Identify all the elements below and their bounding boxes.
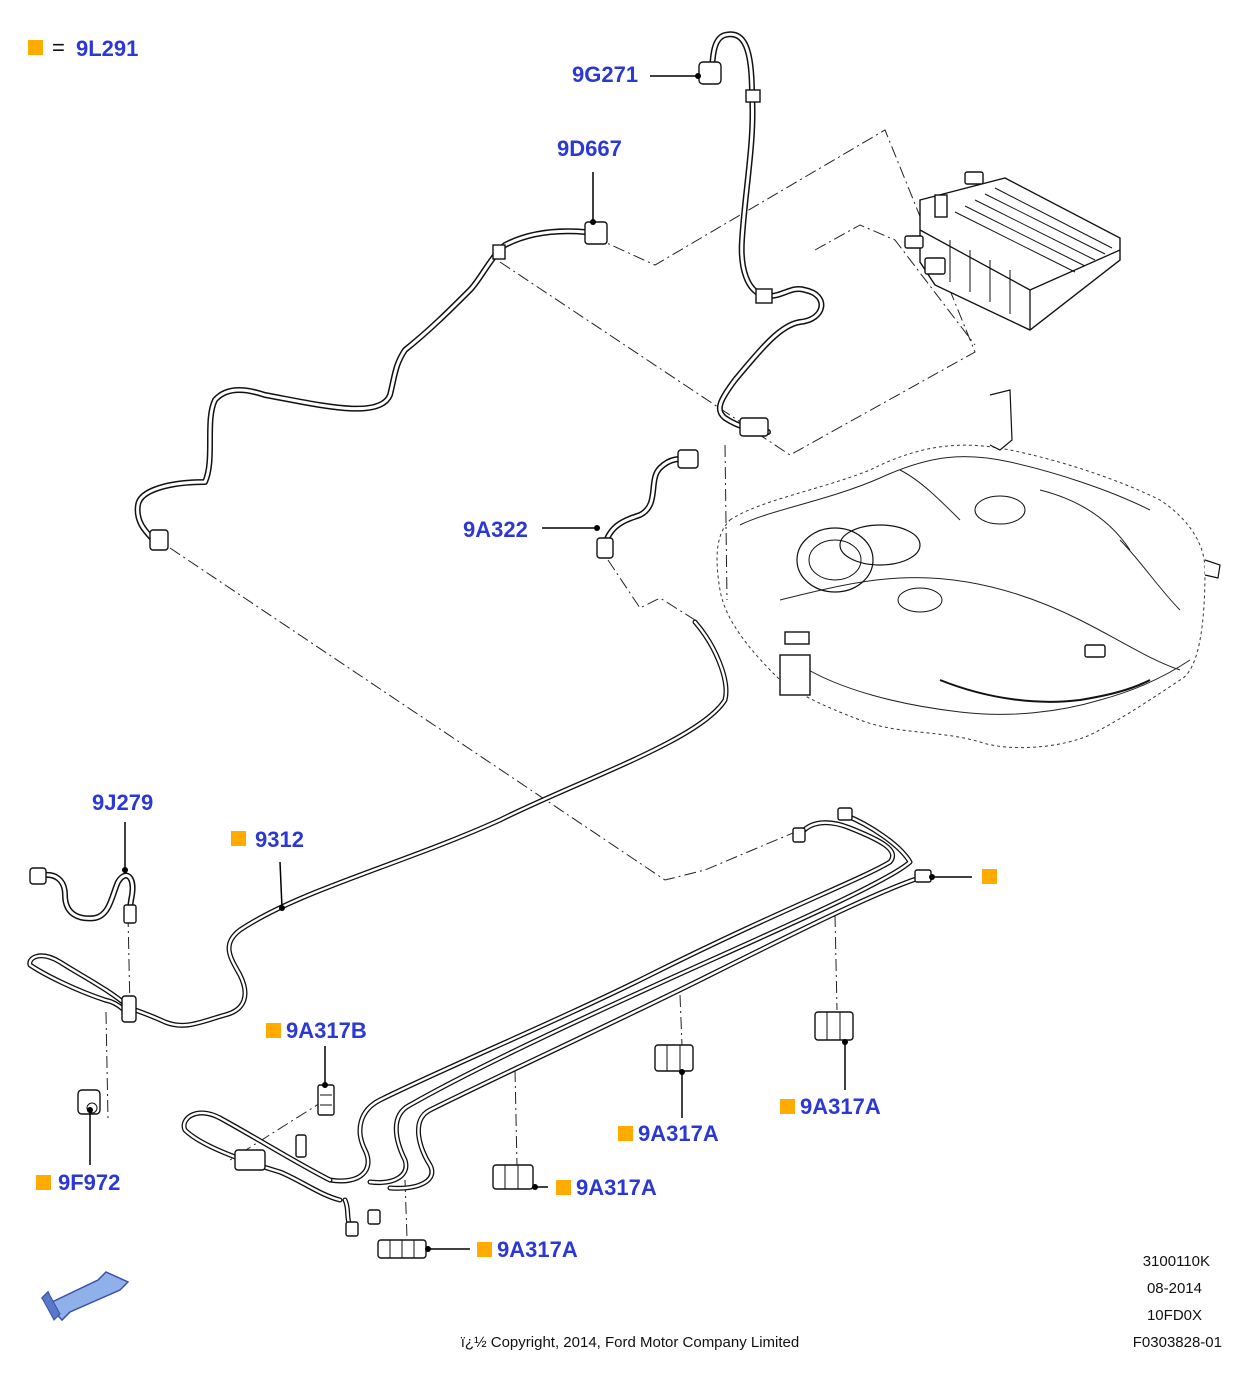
front-direction-arrow-icon: [40, 1271, 130, 1322]
legend-marker: [28, 40, 43, 55]
clip-9a317a-mid: [654, 1044, 694, 1072]
marker-unlabeled: [982, 869, 997, 884]
marker-9312: [231, 831, 246, 846]
marker-9a317a-right: [780, 1099, 795, 1114]
label-9a317a-bottom: 9A317A: [497, 1237, 578, 1262]
callout-labels: 9G271 9D667 9A322 9J279 9312 9A317B 9F97…: [58, 62, 881, 1262]
label-9a317a-mid: 9A317A: [638, 1121, 719, 1146]
evap-canister: [904, 171, 1121, 331]
marker-9a317a-bottom: [477, 1242, 492, 1257]
fuel-tank: [716, 389, 1221, 749]
vapor-line-9g271: [698, 31, 825, 437]
clips: [77, 1011, 854, 1259]
clip-9a317a-right: [814, 1011, 854, 1041]
marker-9a317b: [266, 1023, 281, 1038]
marker-9f972: [36, 1175, 51, 1190]
marker-9a317a-mid: [618, 1126, 633, 1141]
diagram-metadata: 3100110K 08-2014 10FD0X F0303828-01 ï¿½ …: [461, 1253, 1222, 1351]
legend-equals: =: [52, 35, 65, 60]
label-9a317a-right: 9A317A: [800, 1094, 881, 1119]
label-9j279: 9J279: [92, 790, 153, 815]
clip-9a317a-center: [492, 1164, 534, 1190]
label-9a317a-center: 9A317A: [576, 1175, 657, 1200]
marker-9a317a-center: [556, 1180, 571, 1195]
label-9312: 9312: [255, 827, 304, 852]
clip-9f972: [77, 1089, 101, 1115]
fuel-line-bundle: [181, 807, 932, 1237]
legend: = 9L291: [28, 35, 138, 61]
vapor-line-upper: [134, 221, 608, 551]
label-9f972: 9F972: [58, 1170, 120, 1195]
vapor-line-9a322: [596, 449, 699, 559]
label-9d667: 9D667: [557, 136, 622, 161]
clip-9a317a-bottom: [377, 1239, 427, 1259]
fuel-line-9j279: [29, 867, 137, 924]
revision-date: 08-2014: [1147, 1280, 1202, 1297]
legend-part-number: 9L291: [76, 36, 138, 61]
callout-leaders: [87, 73, 972, 1252]
callout-markers: [36, 831, 997, 1257]
figure-number: F0303828-01: [1133, 1334, 1222, 1351]
label-9a322: 9A322: [463, 517, 528, 542]
model-code: 10FD0X: [1147, 1307, 1202, 1324]
clip-9a317b: [317, 1084, 335, 1116]
label-9a317b: 9A317B: [286, 1018, 367, 1043]
fuel-line-9312: [27, 619, 729, 1028]
ref-number: 3100110K: [1143, 1253, 1210, 1270]
copyright-notice: ï¿½ Copyright, 2014, Ford Motor Company …: [461, 1334, 799, 1351]
label-9g271: 9G271: [572, 62, 638, 87]
